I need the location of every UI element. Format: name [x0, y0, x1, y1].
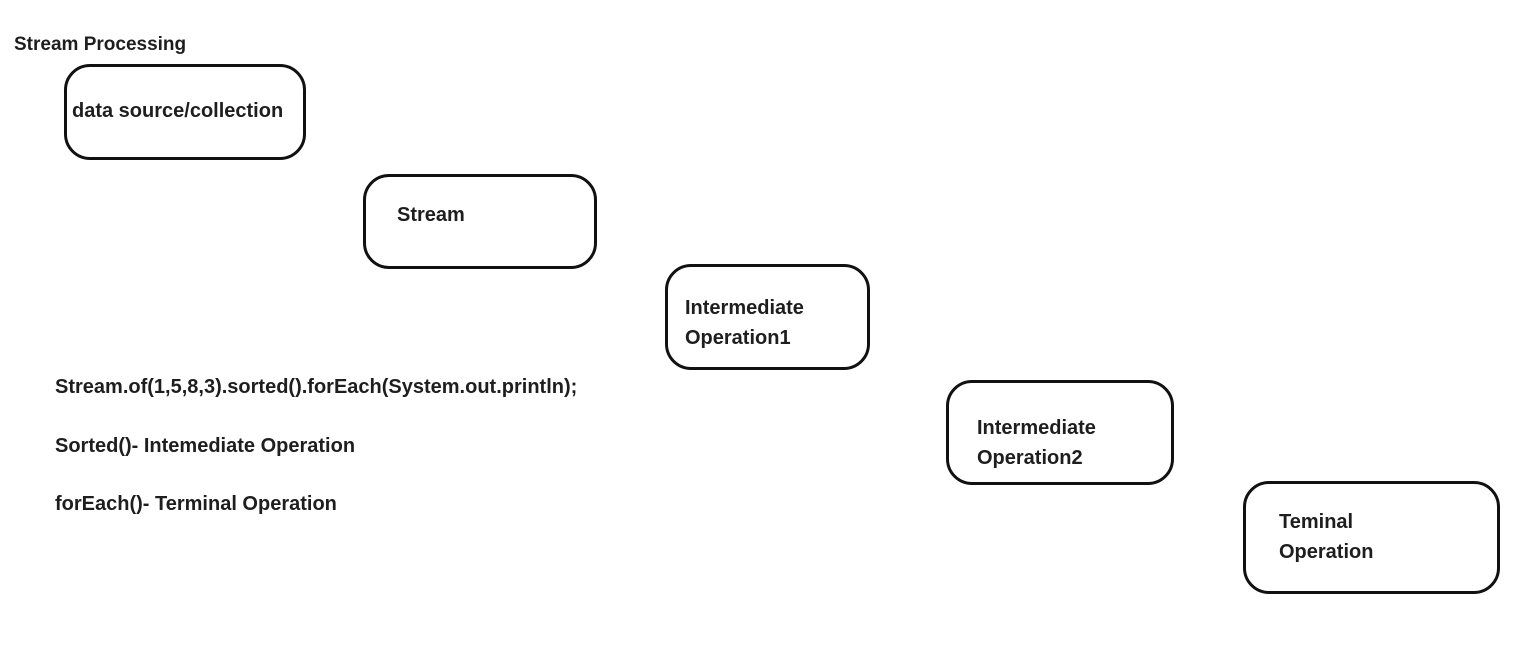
- data-source-box: [64, 64, 306, 160]
- terminal-operation-box: [1243, 481, 1500, 594]
- intermediate-operation2-box: [946, 380, 1174, 485]
- foreach-note-text: forEach()- Terminal Operation: [55, 493, 337, 515]
- intermediate-operation1-label-line1: Intermediate: [685, 297, 804, 319]
- intermediate-operation2-label-line1: Intermediate: [977, 417, 1096, 439]
- intermediate-operation1-label-line2: Operation1: [685, 327, 791, 349]
- diagram-title: Stream Processing: [14, 34, 187, 55]
- stream-box: [363, 174, 597, 269]
- intermediate-operation2-label-line2: Operation2: [977, 447, 1083, 469]
- code-example-text: Stream.of(1,5,8,3).sorted().forEach(Syst…: [55, 376, 578, 398]
- terminal-operation-label-line2: Operation: [1279, 541, 1374, 563]
- intermediate-operation1-box: [665, 264, 870, 370]
- terminal-operation-label-line1: Teminal: [1279, 511, 1354, 533]
- data-source-label: data source/collection: [72, 100, 284, 122]
- sorted-note-text: Sorted()- Intemediate Operation: [55, 435, 356, 457]
- stream-label: Stream: [397, 204, 465, 226]
